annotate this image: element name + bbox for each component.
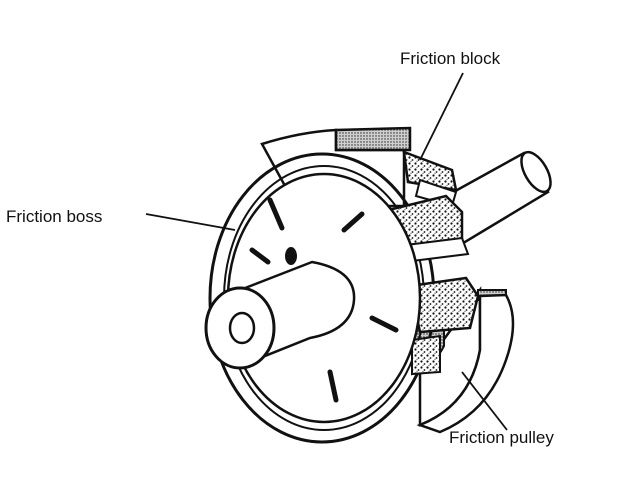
friction-boss-leader <box>145 213 236 231</box>
friction-block-label: Friction block <box>400 49 501 68</box>
friction-pulley-leader <box>461 371 508 431</box>
friction-boss-label: Friction boss <box>6 207 102 226</box>
friction-block-leader <box>419 72 464 161</box>
friction-boss <box>204 172 422 424</box>
friction-pulley-label: Friction pulley <box>449 428 554 447</box>
